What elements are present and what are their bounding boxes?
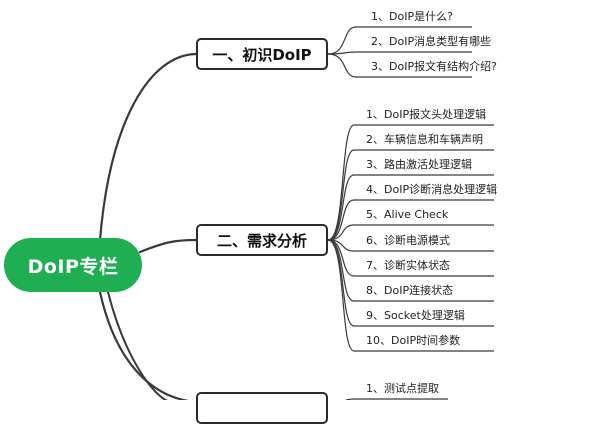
leaf-item[interactable]: 8、DoIP连接状态 xyxy=(366,284,454,297)
leaf-item[interactable]: 1、DoIP是什么? xyxy=(371,10,453,23)
root-to-branch-line xyxy=(98,52,198,242)
branch-node-intro[interactable]: 一、初识DoIP xyxy=(196,38,328,70)
leaf-connector xyxy=(327,239,355,352)
leaf-connector xyxy=(327,26,357,55)
branch-node-testing[interactable] xyxy=(196,392,328,424)
branch-node-label: 一、初识DoIP xyxy=(212,45,312,64)
root-to-branch-line xyxy=(98,290,190,400)
branch-node-label: 二、需求分析 xyxy=(216,231,307,250)
leaf-item[interactable]: 10、DoIP时间参数 xyxy=(366,334,461,347)
leaf-connector xyxy=(344,398,355,400)
leaf-connector xyxy=(327,124,355,241)
root-to-branch-line xyxy=(107,291,169,400)
leaf-item[interactable]: 2、DoIP消息类型有哪些 xyxy=(371,35,492,48)
leaf-item[interactable]: 1、DoIP报文头处理逻辑 xyxy=(366,108,487,121)
connector-lines xyxy=(98,26,494,400)
branch-node-requirements[interactable]: 二、需求分析 xyxy=(196,224,328,256)
leaf-item[interactable]: 4、DoIP诊断消息处理逻辑 xyxy=(366,183,498,196)
root-node-label: DoIP专栏 xyxy=(27,255,119,278)
leaf-item[interactable]: 3、DoIP报文有结构介绍? xyxy=(371,60,497,73)
leaf-item[interactable]: 7、诊断实体状态 xyxy=(366,259,450,272)
leaf-connector xyxy=(327,199,355,241)
leaf-connector xyxy=(327,53,357,78)
leaf-connector xyxy=(327,149,355,241)
root-node[interactable]: DoIP专栏 xyxy=(4,238,142,292)
leaf-item[interactable]: 3、路由激活处理逻辑 xyxy=(366,158,472,171)
leaf-item[interactable]: 1、测试点提取 xyxy=(366,382,439,395)
leaf-item[interactable]: 5、Alive Check xyxy=(366,208,449,221)
leaf-item[interactable]: 6、诊断电源模式 xyxy=(366,234,450,247)
leaf-item[interactable]: 2、车辆信息和车辆声明 xyxy=(366,133,483,146)
root-to-branch-line xyxy=(138,238,198,254)
leaf-connector xyxy=(327,224,355,241)
leaf-item[interactable]: 9、Socket处理逻辑 xyxy=(366,309,465,322)
mind-map: DoIP专栏 一、初识DoIP 二、需求分析 1、DoIP是什么? 2、DoIP… xyxy=(4,10,498,424)
